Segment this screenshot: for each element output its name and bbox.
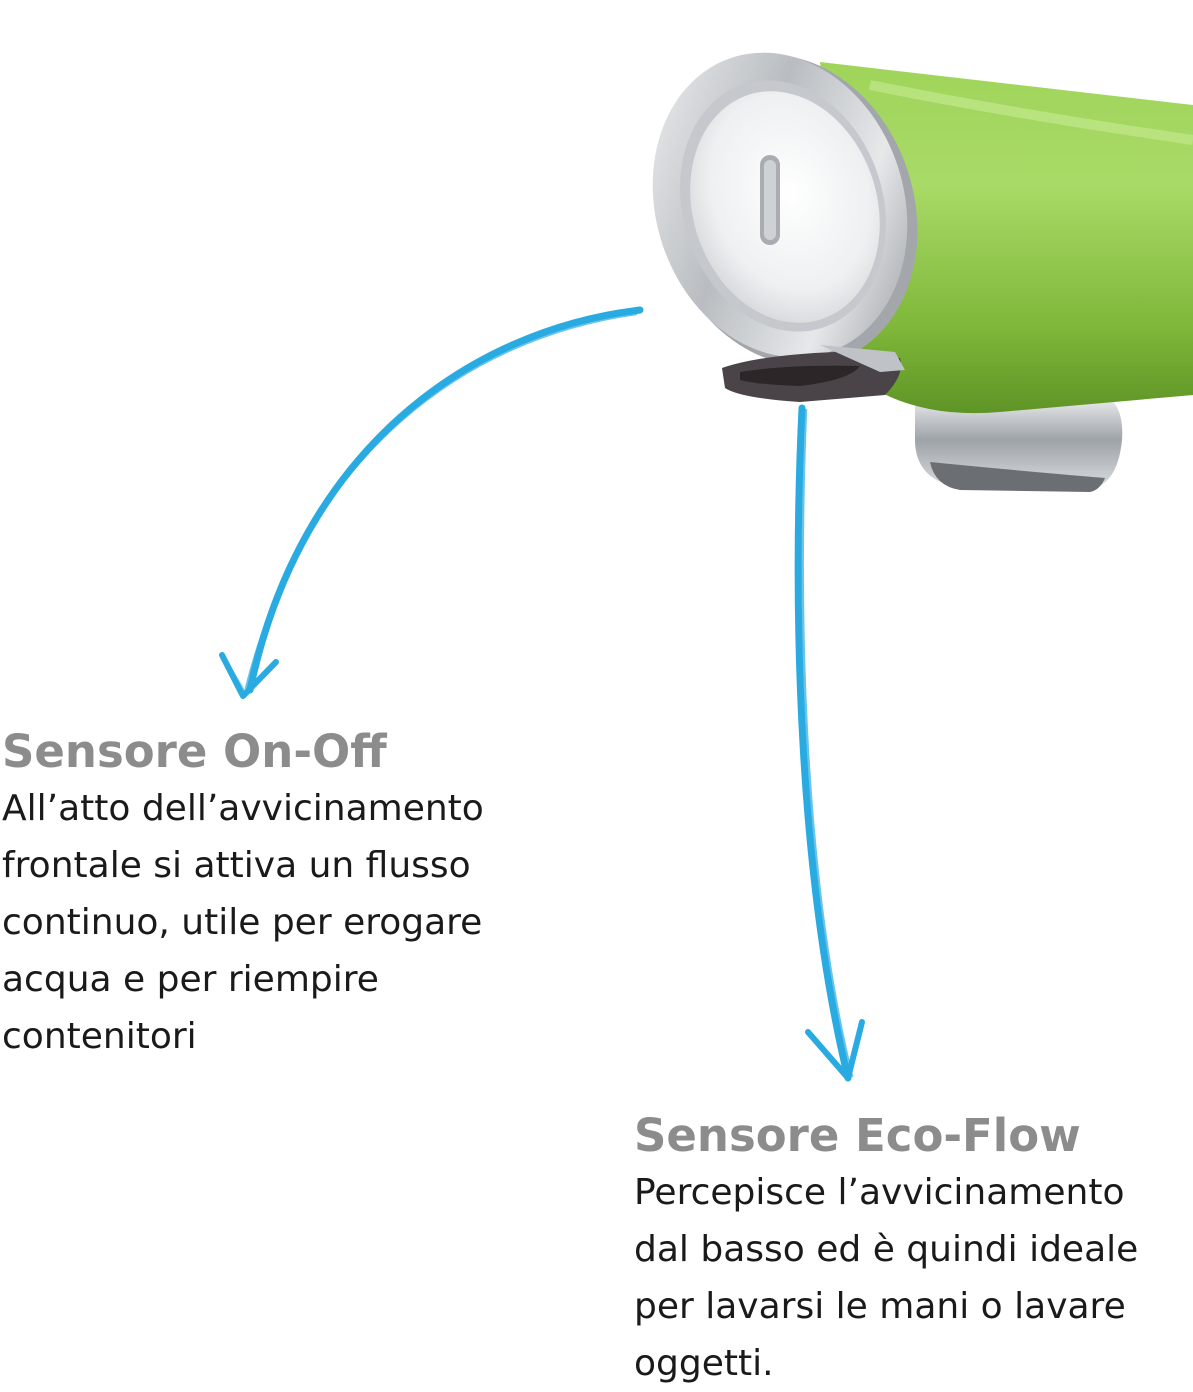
sensor-eco-flow-title: Sensore Eco-Flow xyxy=(634,1109,1081,1162)
sensor-eco-flow-description: Percepisce l’avvicinamento dal basso ed … xyxy=(634,1164,1189,1392)
sensor-on-off-description: All’atto dell’avvicinamento frontale si … xyxy=(2,780,562,1065)
description-line: Percepisce l’avvicinamento xyxy=(634,1172,1125,1213)
description-line: All’atto dell’avvicinamento xyxy=(2,788,484,829)
sensor-head xyxy=(652,52,918,366)
arrow-on-off xyxy=(219,306,644,699)
description-line: contenitori xyxy=(2,1016,197,1057)
description-line: oggetti. xyxy=(634,1343,774,1384)
sensor-on-off-title: Sensore On-Off xyxy=(2,725,387,778)
faucet-body xyxy=(820,62,1193,414)
callout-sensor-on-off: Sensore On-Off All’atto dell’avvicinamen… xyxy=(2,724,562,1065)
description-line: continuo, utile per erogare xyxy=(2,902,483,943)
description-line: acqua e per riempire xyxy=(2,959,379,1000)
description-line: dal basso ed è quindi ideale xyxy=(634,1229,1139,1270)
description-line: frontale si attiva un flusso xyxy=(2,845,471,886)
arrow-eco-flow xyxy=(794,404,865,1082)
callout-sensor-eco-flow: Sensore Eco-Flow Percepisce l’avviciname… xyxy=(634,1108,1189,1392)
bottom-sensor xyxy=(722,345,905,402)
description-line: per lavarsi le mani o lavare xyxy=(634,1286,1126,1327)
